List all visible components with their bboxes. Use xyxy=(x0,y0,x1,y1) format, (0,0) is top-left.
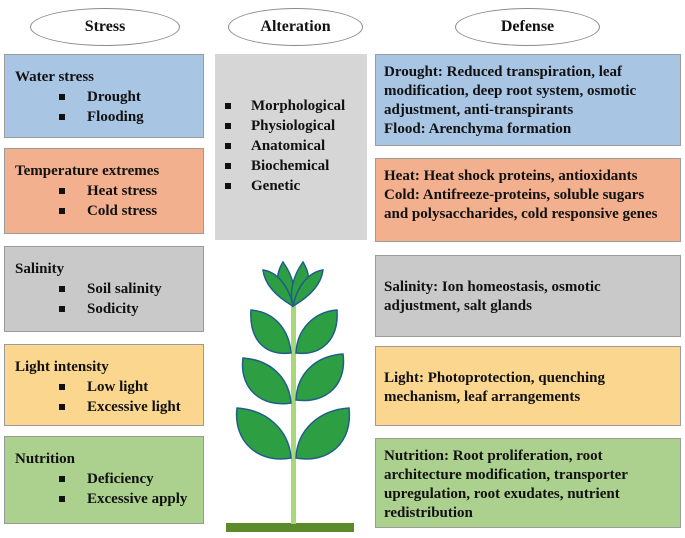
defense-text: Heat: Heat shock proteins, antioxidants xyxy=(384,168,638,184)
soil-bar xyxy=(226,523,354,532)
stress-item: Low light xyxy=(59,377,193,397)
stress-title: Light intensity xyxy=(15,359,109,375)
stress-box-water: Water stress Drought Flooding xyxy=(4,54,204,138)
defense-box-salinity: Salinity: Ion homeostasis, osmotic adjus… xyxy=(375,255,681,337)
alteration-item: Biochemical xyxy=(225,156,357,176)
stress-title: Temperature extremes xyxy=(15,163,160,179)
stress-box-temperature: Temperature extremes Heat stress Cold st… xyxy=(4,148,204,234)
alteration-box: Morphological Physiological Anatomical B… xyxy=(215,54,367,240)
defense-box-water: Drought: Reduced transpiration, leaf mod… xyxy=(375,54,681,146)
defense-box-light: Light: Photoprotection, quenching mechan… xyxy=(375,346,681,426)
stress-item: Excessive apply xyxy=(59,489,193,509)
stress-box-light: Light intensity Low light Excessive ligh… xyxy=(4,344,204,426)
alteration-item: Anatomical xyxy=(225,136,357,156)
defense-text: Flood: Arenchyma formation xyxy=(384,121,572,137)
defense-text: Drought: Reduced transpiration, leaf mod… xyxy=(384,64,637,118)
defense-box-temperature: Heat: Heat shock proteins, antioxidants … xyxy=(375,158,681,242)
stress-title: Water stress xyxy=(15,69,95,85)
defense-header: Defense xyxy=(455,8,600,46)
stress-item: Flooding xyxy=(59,107,193,127)
alteration-item: Physiological xyxy=(225,116,357,136)
stress-item: Cold stress xyxy=(59,201,193,221)
defense-text: Nutrition: Root proliferation, root arch… xyxy=(384,448,628,521)
defense-box-nutrition: Nutrition: Root proliferation, root arch… xyxy=(375,438,681,528)
stress-item: Excessive light xyxy=(59,397,193,417)
stress-item: Deficiency xyxy=(59,469,193,489)
stress-title: Salinity xyxy=(15,261,65,277)
stress-item: Heat stress xyxy=(59,181,193,201)
alteration-header: Alteration xyxy=(228,8,363,46)
stem xyxy=(291,296,296,524)
stress-item: Sodicity xyxy=(59,299,193,319)
stress-box-salinity: Salinity Soil salinity Sodicity xyxy=(4,246,204,332)
stress-item: Soil salinity xyxy=(59,279,193,299)
alteration-item: Morphological xyxy=(225,96,357,116)
stress-item: Drought xyxy=(59,87,193,107)
stress-box-nutrition: Nutrition Deficiency Excessive apply xyxy=(4,436,204,524)
plant-illustration-icon xyxy=(226,260,354,532)
stress-header: Stress xyxy=(30,8,180,46)
alteration-item: Genetic xyxy=(225,176,357,196)
defense-text: Light: Photoprotection, quenching mechan… xyxy=(384,370,605,405)
defense-text: Salinity: Ion homeostasis, osmotic adjus… xyxy=(384,279,601,314)
defense-text: Cold: Antifreeze-proteins, soluble sugar… xyxy=(384,187,658,222)
stress-title: Nutrition xyxy=(15,451,75,467)
